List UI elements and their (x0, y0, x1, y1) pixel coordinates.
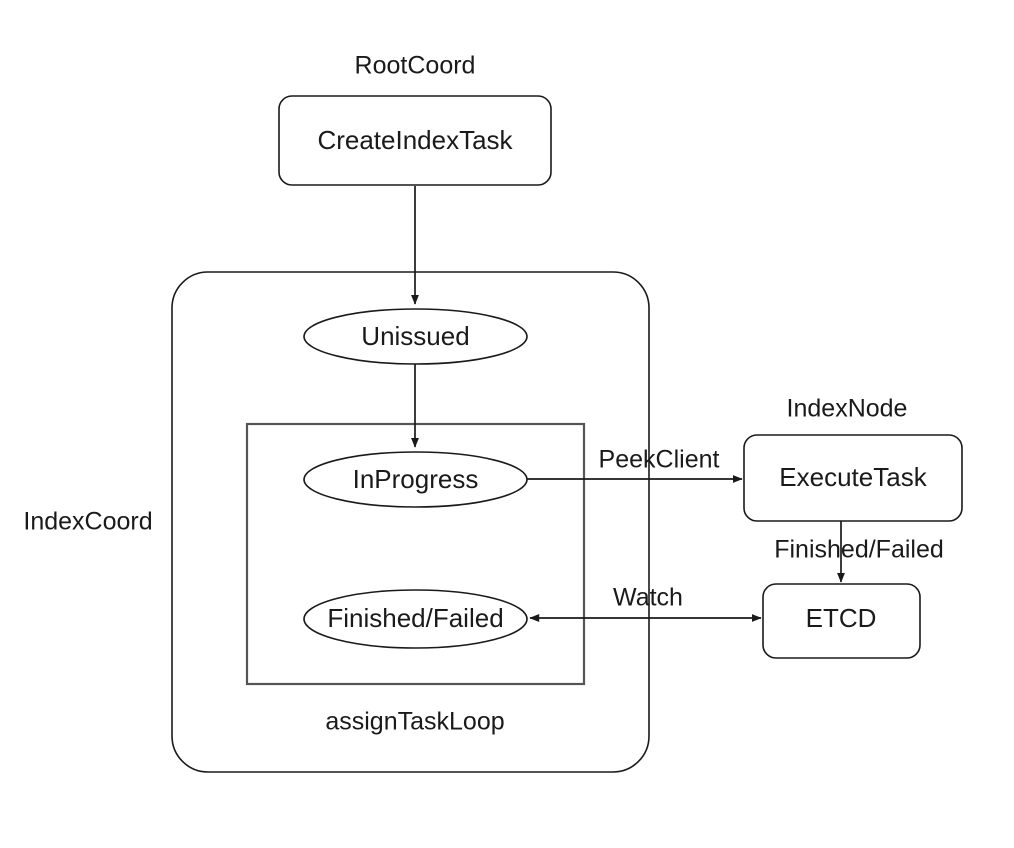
node-create-index-task[interactable] (278, 95, 552, 186)
node-label-create-index-task: CreateIndexTask (317, 125, 513, 155)
node-unissued[interactable] (303, 308, 528, 365)
node-finished-failed[interactable] (303, 589, 528, 649)
node-label-etcd: ETCD (806, 603, 877, 633)
edge-label-peek-client: PeekClient (599, 446, 720, 474)
node-label-finished-failed: Finished/Failed (327, 603, 503, 633)
group-label-rootcoord: RootCoord (355, 52, 476, 80)
edge-label-watch: Watch (613, 584, 683, 612)
node-label-execute-task: ExecuteTask (779, 462, 927, 492)
node-etcd[interactable] (762, 583, 921, 659)
node-in-progress[interactable] (303, 451, 528, 508)
group-label-assigntaskloop: assignTaskLoop (325, 708, 504, 736)
group-label-indexnode: IndexNode (787, 395, 908, 423)
node-label-unissued: Unissued (361, 321, 469, 351)
edge-label-finished-failed: Finished/Failed (774, 536, 944, 564)
group-label-indexcoord: IndexCoord (23, 508, 152, 536)
group-container-indexcoord (171, 271, 650, 773)
node-execute-task[interactable] (743, 434, 963, 522)
node-label-in-progress: InProgress (353, 464, 479, 494)
